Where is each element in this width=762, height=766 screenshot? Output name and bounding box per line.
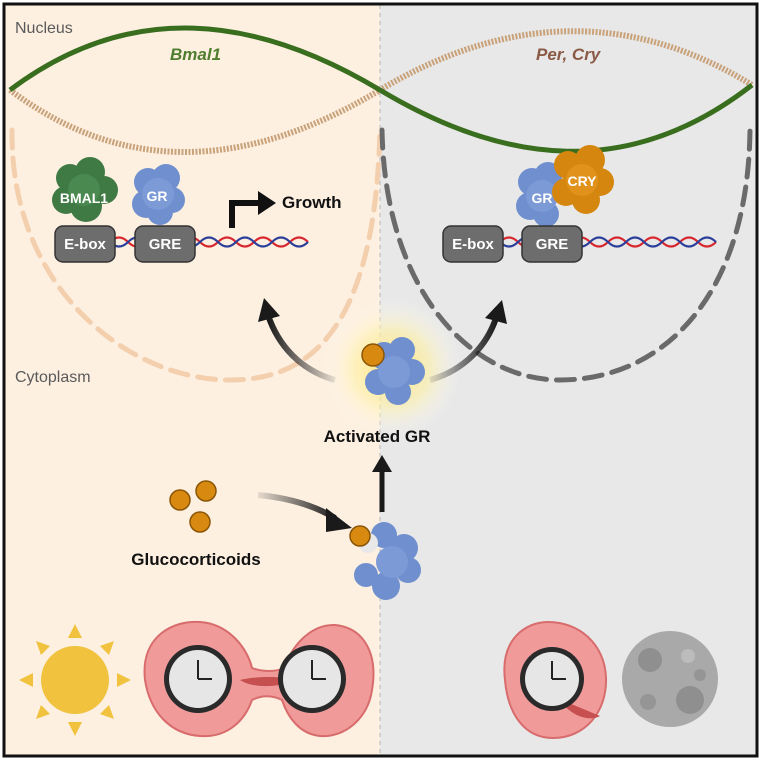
night-ebox-element: E-box bbox=[442, 225, 504, 263]
day-gr-protein bbox=[132, 164, 185, 225]
day-gr-protein-label: GR bbox=[147, 188, 168, 204]
cry-protein bbox=[552, 145, 614, 214]
arrowhead-up bbox=[372, 455, 392, 472]
bmal1-protein-label: BMAL1 bbox=[60, 190, 108, 206]
bmal1-expression-curve bbox=[8, 25, 754, 154]
arrowhead-night bbox=[485, 300, 507, 324]
inactive-gr-protein bbox=[354, 522, 421, 600]
bmal1-protein bbox=[52, 157, 118, 222]
day-ebox-label: E-box bbox=[64, 236, 106, 253]
activated-gr-protein bbox=[365, 337, 425, 405]
glucocorticoids-label: Glucocorticoids bbox=[131, 550, 260, 569]
per-cry-gene-label: Per, Cry bbox=[536, 45, 602, 64]
arrow-to-night-nucleus bbox=[429, 317, 499, 383]
day-gre-label: GRE bbox=[149, 236, 182, 253]
day-nucleus-membrane bbox=[9, 127, 383, 383]
growth-label: Growth bbox=[282, 193, 342, 212]
approaching-glucocorticoid-icon bbox=[349, 525, 371, 547]
night-gre-element: GRE bbox=[521, 225, 583, 263]
dividing-cell-clock-icon bbox=[143, 620, 375, 738]
arrow-to-day-nucleus bbox=[265, 314, 336, 383]
cytoplasm-label: Cytoplasm bbox=[15, 369, 91, 386]
activated-gr-label: Activated GR bbox=[324, 427, 431, 446]
arrowhead-binding bbox=[326, 508, 352, 532]
transcription-arrow-icon bbox=[229, 200, 262, 228]
bmal1-gene-label: Bmal1 bbox=[170, 45, 221, 64]
night-nucleus-membrane bbox=[379, 127, 753, 383]
sun-icon bbox=[19, 624, 131, 736]
arrowhead-day bbox=[258, 298, 280, 322]
day-ebox-element: E-box bbox=[54, 225, 116, 263]
transcription-arrowhead bbox=[258, 191, 276, 215]
moon-icon bbox=[622, 631, 718, 727]
nucleus-label: Nucleus bbox=[15, 20, 73, 37]
night-gre-label: GRE bbox=[536, 236, 569, 253]
cell-clock-icon bbox=[503, 620, 608, 740]
glucocorticoid-molecules-icon bbox=[169, 480, 217, 533]
night-gr-protein-label: GR bbox=[532, 190, 553, 206]
night-ebox-label: E-box bbox=[452, 236, 494, 253]
night-gr-protein bbox=[516, 162, 562, 227]
cry-protein-label: CRY bbox=[567, 173, 597, 189]
bound-glucocorticoid-icon bbox=[361, 343, 385, 367]
day-gre-element: GRE bbox=[134, 225, 196, 263]
